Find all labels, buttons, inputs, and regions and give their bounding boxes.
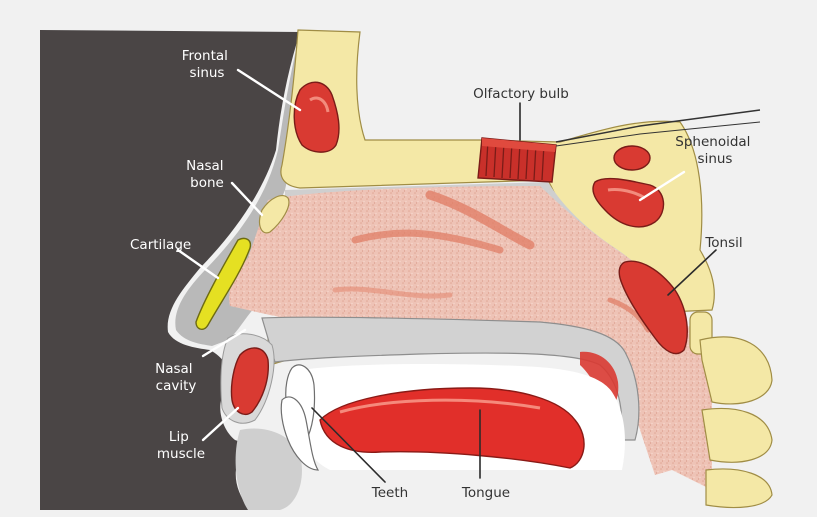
label-cartilage: Cartilage bbox=[130, 237, 191, 253]
label-tonsil: Tonsil bbox=[704, 235, 742, 251]
label-nasal-cavity: Nasal cavity bbox=[155, 361, 197, 394]
label-tongue: Tongue bbox=[461, 485, 510, 501]
label-olfactory-bulb: Olfactory bulb bbox=[473, 86, 569, 102]
olfactory-bulb bbox=[478, 138, 556, 182]
label-nasal-bone: Nasal bone bbox=[186, 158, 228, 191]
label-teeth: Teeth bbox=[371, 485, 408, 501]
